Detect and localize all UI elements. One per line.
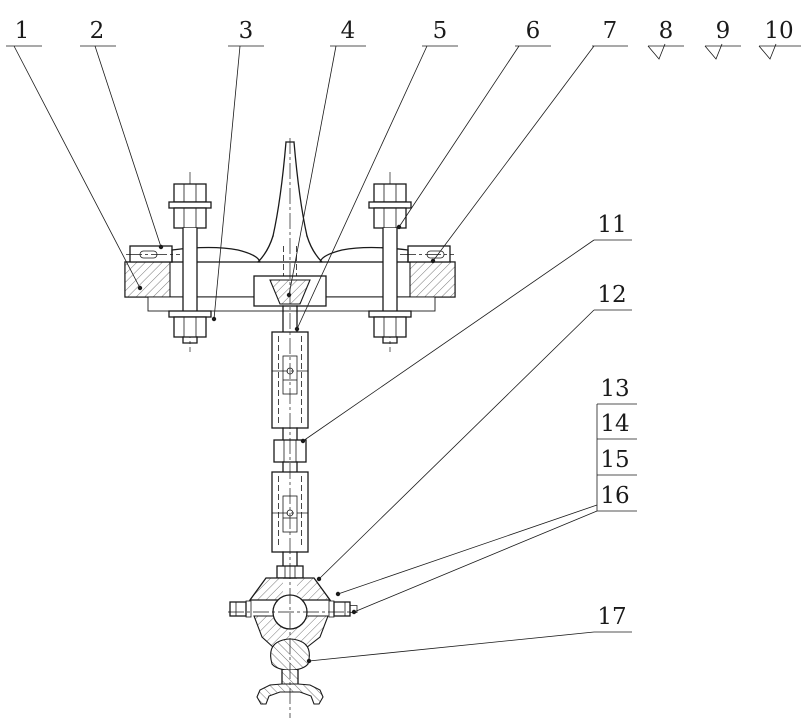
callout-2-label: 2: [90, 18, 105, 44]
callout-6: 6: [515, 18, 551, 47]
callout-7-label: 7: [603, 18, 618, 44]
centerlines: [126, 138, 454, 718]
callout-14-label: 14: [600, 411, 629, 437]
callout-5-label: 5: [433, 18, 448, 44]
leader-lines: [13, 45, 598, 664]
break-mark-10: [758, 43, 777, 60]
callouts: 1 2 3 4 5 6 7 8: [6, 18, 801, 633]
callout-11-label: 11: [597, 212, 626, 238]
callout-6-label: 6: [526, 18, 541, 44]
callout-10-label: 10: [764, 18, 793, 44]
callout-8: 8: [647, 18, 684, 60]
callout-17: 17: [594, 604, 632, 633]
break-mark-9: [704, 43, 723, 60]
rail-section: [256, 638, 324, 705]
callout-14: 14: [597, 411, 637, 440]
callout-11: 11: [594, 212, 632, 241]
callout-13-label: 13: [600, 376, 629, 402]
callout-9-label: 9: [716, 18, 731, 44]
callout-8-label: 8: [659, 18, 674, 44]
callout-1: 1: [6, 18, 42, 47]
callout-4-label: 4: [341, 18, 356, 44]
callout-4: 4: [330, 18, 366, 47]
callout-7: 7: [592, 18, 628, 47]
callout-3: 3: [228, 18, 264, 47]
callout-16-label: 16: [600, 483, 629, 509]
callout-12: 12: [594, 282, 632, 311]
ball-joint-clamp: [229, 577, 358, 649]
callout-13: 13: [597, 376, 637, 405]
callout-5: 5: [422, 18, 458, 47]
callout-15: 15: [597, 447, 637, 476]
callout-12-label: 12: [597, 282, 626, 308]
callout-1-label: 1: [15, 18, 30, 44]
callout-3-label: 3: [239, 18, 254, 44]
callout-2: 2: [80, 18, 116, 47]
callout-9: 9: [704, 18, 741, 60]
callout-10: 10: [758, 18, 801, 60]
break-mark-8: [647, 43, 666, 60]
callout-16: 16: [597, 483, 637, 512]
callout-17-label: 17: [597, 604, 626, 630]
callout-15-label: 15: [600, 447, 629, 473]
